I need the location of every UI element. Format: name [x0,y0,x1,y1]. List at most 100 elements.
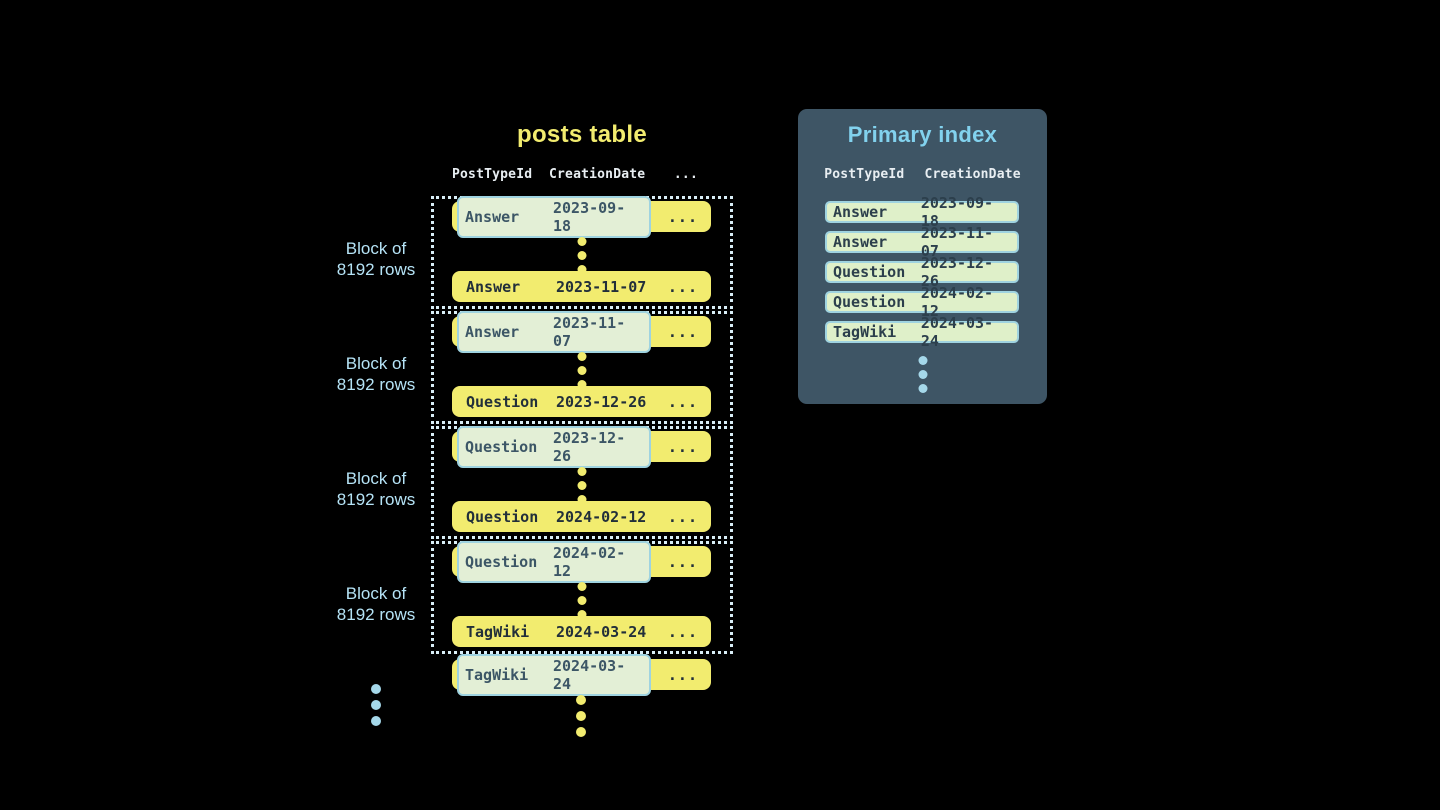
row-creationdate: 2023-09-18 [553,198,626,235]
row-creationdate: 2023-09-18 [920,194,994,230]
row-ellipsis: ... [667,322,698,341]
table-row-block-min: Answer 2023-11-07 ... [452,310,711,353]
column-header-posttypeid: PostTypeId [452,167,533,182]
row-creationdate: 2024-03-24 [920,314,994,350]
block-label-line1: Block of [345,469,407,488]
column-header-creationdate: CreationDate [924,167,1021,182]
block-size-label: Block of 8192 rows [300,238,452,280]
dot [577,610,587,619]
row-posttypeid: TagWiki [833,323,897,341]
dot [577,265,587,274]
row-posttypeid: Answer [465,207,520,226]
row-posttypeid: Answer [465,322,520,341]
block-size-label: Block of 8192 rows [300,468,452,510]
index-entry-highlight: Question 2023-12-26 [457,425,651,468]
dot [577,481,587,490]
block-label-line1: Block of [345,354,407,373]
row-ellipsis: ... [667,622,698,641]
row-ellipsis: ... [667,277,698,296]
row-creationdate: 2024-03-24 [556,622,647,641]
table-row-block-max: Question 2024-02-12 ... [452,501,711,532]
dot [371,716,381,726]
index-entry-highlight: Answer 2023-09-18 [457,195,651,238]
table-block: Answer 2023-11-07 ... Question 2023-12-2… [431,310,733,424]
dot [577,596,587,605]
row-posttypeid: Question [465,437,538,456]
row-creationdate: 2023-12-26 [556,392,647,411]
row-ellipsis: ... [667,392,698,411]
block-label-line1: Block of [345,239,407,258]
dot [371,684,381,694]
rows-omitted-dots [577,467,587,504]
dot [577,251,587,260]
row-ellipsis: ... [667,552,698,571]
posts-table-column-headers: PostTypeId CreationDate ... [452,167,698,182]
primary-index-panel: Primary index PostTypeId CreationDate An… [798,109,1047,404]
dot [577,237,587,246]
posts-table-title: posts table [517,121,647,148]
row-creationdate: 2023-12-26 [553,428,626,465]
row-creationdate: 2024-03-24 [553,656,626,693]
row-posttypeid: Question [466,507,539,526]
block-label-line2: 8192 rows [336,375,416,394]
index-entry: TagWiki 2024-03-24 [825,314,1019,350]
table-row-block-min: Question 2024-02-12 ... [452,540,711,583]
block-size-label: Block of 8192 rows [300,583,452,625]
row-posttypeid: Question [833,263,906,281]
row-creationdate: 2023-11-07 [553,313,626,350]
dot [577,582,587,591]
row-ellipsis: ... [667,437,698,456]
dot [918,356,927,365]
row-posttypeid: Question [465,552,538,571]
row-creationdate: 2024-02-12 [553,543,626,580]
dot [918,370,927,379]
block-size-label: Block of 8192 rows [300,353,452,395]
index-entry: Answer 2023-09-18 [825,194,1019,230]
block-label-line2: 8192 rows [336,605,416,624]
table-block: Question 2023-12-26 ... Question 2024-02… [431,425,733,539]
row-creationdate: 2023-11-07 [556,277,647,296]
column-header-posttypeid: PostTypeId [824,167,905,182]
row-posttypeid: Answer [833,233,888,251]
block-label-line2: 8192 rows [336,260,416,279]
index-entry: Answer 2023-11-07 [825,224,1019,260]
table-block: Answer 2023-09-18 ... Answer 2023-11-07 … [431,195,733,309]
dot [577,366,587,375]
row-ellipsis: ... [667,665,698,684]
blocks-continue-dots [371,684,381,726]
dot [577,352,587,361]
block-label-line2: 8192 rows [336,490,416,509]
index-continues-dots [918,356,927,393]
rows-omitted-dots [577,352,587,389]
row-posttypeid: Question [833,293,906,311]
rows-omitted-dots [577,582,587,619]
dot [576,711,586,721]
row-creationdate: 2023-11-07 [920,224,994,260]
column-header-ellipsis: ... [673,167,698,182]
row-posttypeid: TagWiki [465,665,529,684]
dot [577,467,587,476]
index-entry: Question 2023-12-26 [825,254,1019,290]
row-posttypeid: Question [466,392,539,411]
index-entry-highlight: Question 2024-02-12 [457,540,651,583]
dot [576,695,586,705]
primary-index-column-headers: PostTypeId CreationDate [798,167,1047,182]
table-row-block-min: Question 2023-12-26 ... [452,425,711,468]
table-row-block-min: Answer 2023-09-18 ... [452,195,711,238]
index-entry-highlight: Answer 2023-11-07 [457,310,651,353]
row-ellipsis: ... [667,207,698,226]
row-ellipsis: ... [667,507,698,526]
rows-omitted-dots [577,237,587,274]
index-entry-highlight: TagWiki 2024-03-24 [457,653,651,696]
table-row-block-max: Question 2023-12-26 ... [452,386,711,417]
block-label-line1: Block of [345,584,407,603]
dot [577,380,587,389]
table-row-next-block-min: TagWiki 2024-03-24 ... [452,653,711,696]
dot [918,384,927,393]
row-creationdate: 2024-02-12 [920,284,994,320]
row-creationdate: 2023-12-26 [920,254,994,290]
table-row-block-max: TagWiki 2024-03-24 ... [452,616,711,647]
dot [371,700,381,710]
primary-index-title: Primary index [847,122,998,147]
